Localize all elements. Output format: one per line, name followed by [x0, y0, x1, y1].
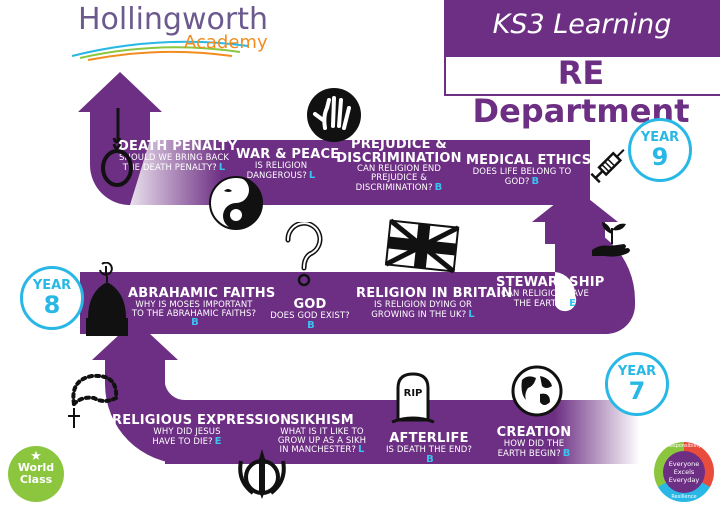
- topic-death-penalty: DEATH PENALTY SHOULD WE BRING BACK THE D…: [118, 139, 238, 173]
- union-jack-flag-icon: [384, 218, 460, 276]
- header-underline: [444, 94, 720, 96]
- topic-question: IS RELIGION DYING OR GROWING IN THE UK?L: [371, 299, 475, 320]
- year-7-badge: YEAR 7: [605, 352, 669, 416]
- year-number: 9: [651, 143, 669, 171]
- topic-religious-expression: RELIGIOUS EXPRESSION WHY DID JESUS HAVE …: [112, 413, 292, 447]
- mosque-icon: [84, 262, 130, 340]
- level-badge: B: [191, 317, 199, 329]
- level-badge: B: [531, 175, 540, 187]
- gravestone-icon: RIP: [388, 370, 438, 426]
- topic-medical-ethics: MEDICAL ETHICS DOES LIFE BELONG TO GOD?B: [466, 153, 592, 187]
- topic-title: DEATH PENALTY: [118, 139, 238, 154]
- values-ring-badge: Everyone Excels Everyday Responsibility …: [654, 442, 714, 502]
- topic-religion-in-britain: RELIGION IN BRITAIN IS RELIGION DYING OR…: [356, 286, 513, 320]
- topic-question: HOW DID THE EARTH BEGIN?B: [497, 438, 571, 459]
- year-label: YEAR: [640, 130, 680, 145]
- topic-title: RELIGION IN BRITAIN: [356, 286, 513, 301]
- level-badge: E: [214, 435, 222, 447]
- topic-sikhism: SIKHISM WHAT IS IT LIKE TO GROW UP AS A …: [272, 414, 372, 456]
- topic-title: CREATION: [496, 425, 572, 440]
- topic-title: ABRAHAMIC FAITHS: [128, 286, 276, 301]
- logo-subtitle: Academy: [184, 32, 268, 53]
- topic-abrahamic-faiths: ABRAHAMIC FAITHS WHY IS MOSES IMPORTANT …: [128, 286, 276, 329]
- rip-text: RIP: [404, 388, 423, 399]
- level-badge: B: [307, 319, 315, 331]
- topic-question: WHAT IS IT LIKE TO GROW UP AS A SIKH IN …: [277, 426, 367, 456]
- value-text: Excels: [673, 468, 695, 476]
- topic-stewardship: STEWARDSHIP CAN RELIGION SAVE THE EARTH?…: [496, 275, 605, 309]
- level-badge: B: [426, 453, 434, 465]
- topic-question: WHY IS MOSES IMPORTANT TO THE ABRAHAMIC …: [131, 299, 257, 329]
- level-badge: L: [218, 161, 226, 173]
- globe-icon: [510, 364, 564, 418]
- topic-title: MEDICAL ETHICS: [466, 153, 592, 168]
- topic-question: DOES GOD EXIST?B: [270, 310, 350, 331]
- topic-title: GOD: [293, 297, 327, 312]
- topic-question: CAN RELIGION SAVE THE EARTH?E: [501, 288, 589, 309]
- level-badge: L: [308, 169, 316, 181]
- hand-plant-icon: [588, 216, 634, 260]
- level-badge: B: [562, 447, 571, 459]
- world-class-line1: World: [17, 461, 55, 474]
- year-9-badge: YEAR 9: [628, 118, 692, 182]
- logo-title: Hollingworth: [78, 2, 268, 37]
- topic-question: SHOULD WE BRING BACK THE DEATH PENALTY?L: [118, 152, 230, 173]
- topic-question: DOES LIFE BELONG TO GOD?B: [472, 166, 572, 187]
- year-label: YEAR: [617, 364, 657, 379]
- noose-icon: [96, 108, 136, 188]
- syringe-icon: [587, 144, 631, 188]
- topic-war-peace: WAR & PEACE IS RELIGION DANGEROUS?L: [236, 147, 340, 181]
- khanda-icon: [235, 447, 289, 503]
- yin-yang-peace-icon: [208, 175, 264, 231]
- values-center: Everyone Excels Everyday: [663, 451, 705, 493]
- academy-logo: Hollingworth Academy: [70, 2, 290, 62]
- topic-title: RELIGIOUS EXPRESSION: [112, 413, 292, 428]
- level-badge: B: [434, 182, 443, 194]
- topic-question: IS RELIGION DANGEROUS?L: [246, 160, 316, 181]
- ring-label: Responsibility: [666, 443, 702, 449]
- topic-afterlife: AFTERLIFE IS DEATH THE END?B: [384, 432, 474, 465]
- topic-question: IS DEATH THE END?B: [385, 444, 473, 465]
- topic-title: WAR & PEACE: [236, 147, 340, 162]
- year-label: YEAR: [32, 278, 72, 293]
- year-8-badge: YEAR 8: [20, 266, 84, 330]
- level-badge: E: [569, 297, 577, 309]
- topic-question: CAN RELIGION END PREJUDICE & DISCRIMINAT…: [355, 164, 443, 194]
- question-mark-icon: [280, 222, 328, 288]
- star-icon: ★: [30, 449, 42, 464]
- topic-question: WHY DID JESUS HAVE TO DIE?E: [152, 426, 222, 447]
- department-title: RE Department: [472, 54, 690, 130]
- topic-title: AFTERLIFE: [389, 431, 469, 446]
- hand-print-icon: [305, 86, 363, 144]
- header-divider: [444, 0, 446, 96]
- year-number: 7: [628, 377, 646, 405]
- logo-swoosh-icon: [71, 40, 249, 61]
- level-badge: L: [358, 444, 365, 456]
- world-class-badge: ★ World Class: [8, 446, 64, 502]
- ks3-title-banner: KS3 Learning Journey: [444, 0, 720, 90]
- value-text: Everyday: [668, 476, 700, 484]
- topic-creation: CREATION HOW DID THE EARTH BEGIN?B: [494, 426, 574, 459]
- rosary-icon: [64, 368, 128, 432]
- topic-prejudice-discrimination: PREJUDICE & DISCRIMINATION CAN RELIGION …: [335, 138, 463, 194]
- topic-title: SIKHISM: [290, 413, 354, 428]
- ring-label: Resilience: [671, 494, 697, 500]
- topic-title: PREJUDICE & DISCRIMINATION: [336, 137, 462, 166]
- topic-god: GOD DOES GOD EXIST?B: [268, 298, 352, 331]
- value-text: Everyone: [668, 460, 700, 468]
- topic-title: STEWARDSHIP: [496, 275, 605, 290]
- world-class-line2: Class: [19, 473, 53, 486]
- level-badge: L: [468, 308, 475, 320]
- year-number: 8: [43, 291, 61, 319]
